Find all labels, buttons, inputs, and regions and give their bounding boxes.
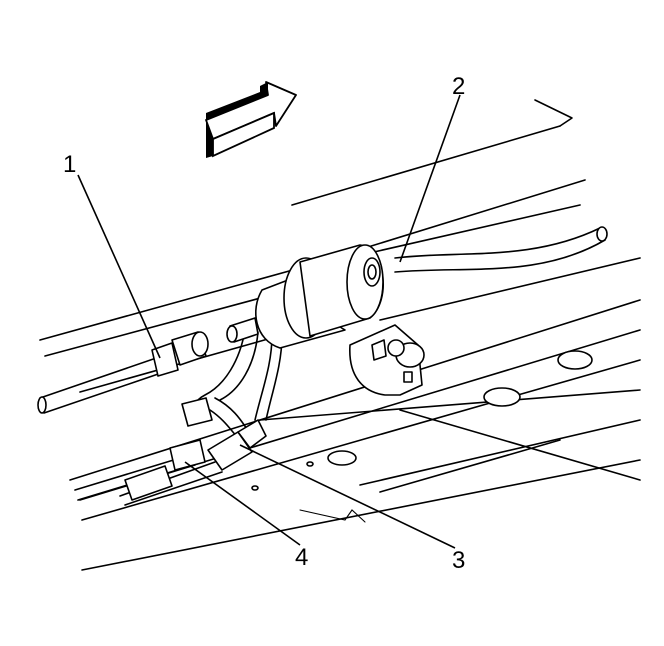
- leader-3: [239, 444, 456, 549]
- callout-2: 2: [452, 73, 465, 100]
- leader-1: [77, 174, 161, 359]
- leader-4: [184, 461, 301, 546]
- fitting-4: [124, 397, 213, 501]
- leader-2: [399, 94, 461, 263]
- callout-1: 1: [63, 151, 76, 178]
- floor-openings: [251, 350, 593, 491]
- fitting-1: [151, 331, 209, 377]
- filter-bracket: [349, 324, 425, 396]
- leader-lines: [77, 94, 461, 549]
- fitting-3: [207, 419, 267, 471]
- callout-3: 3: [452, 547, 465, 574]
- direction-arrow-icon: [205, 81, 297, 158]
- frame-rail: [39, 99, 641, 571]
- callout-4: 4: [295, 544, 308, 571]
- fuel-filter: [226, 244, 384, 349]
